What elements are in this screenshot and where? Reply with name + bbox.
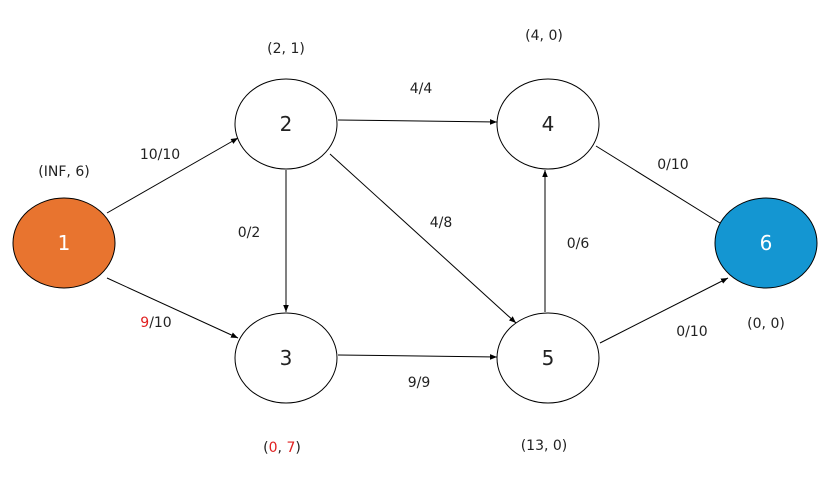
- edge-5-6-label: 0/10: [676, 324, 707, 340]
- edge-2-4-label: 4/4: [410, 81, 433, 97]
- node-5-tag-part: (13, 0): [521, 438, 568, 454]
- node-3-tag-part: (: [263, 440, 268, 456]
- node-4-tag-part: (4, 0): [525, 28, 563, 44]
- node-2-tag: (2, 1): [267, 41, 305, 57]
- node-3-tag-part: 0: [269, 440, 278, 456]
- edge-2-4-label-part: 4/4: [410, 81, 433, 97]
- edge-4-6-label: 0/10: [657, 157, 688, 173]
- edge-1-2-label: 10/10: [140, 147, 180, 163]
- node-5-label: 5: [542, 346, 555, 370]
- edge-2-4-arrow: [337, 119, 498, 125]
- node-6-label: 6: [760, 231, 773, 255]
- edge-5-4-label: 0/6: [567, 236, 590, 252]
- edge-1-3-arrow: [106, 277, 239, 339]
- node-2-circle: [234, 78, 338, 170]
- edge-5-6-label-part: 0/10: [676, 324, 707, 340]
- edge-1-2-arrow: [106, 137, 239, 214]
- node-2-label: 2: [280, 112, 293, 136]
- edge-3-5-label: 9/9: [408, 375, 431, 391]
- edge-2-5-label: 4/8: [430, 215, 453, 231]
- node-3-label: 3: [280, 346, 293, 370]
- node-3-circle: [234, 312, 338, 404]
- node-6-tag: (0, 0): [747, 316, 785, 332]
- node-4-circle: [496, 78, 600, 170]
- edge-4-6-arrow: [595, 145, 729, 229]
- edge-1-3-label-part: /10: [149, 315, 172, 331]
- node-3-tag-part: 7: [286, 440, 295, 456]
- edge-1-3-label: 9/10: [140, 315, 171, 331]
- node-1-tag: (INF, 6): [38, 164, 89, 180]
- edge-2-5-label-part: 4/8: [430, 215, 453, 231]
- node-tags-layer: (INF, 6)(2, 1)(0, 7)(4, 0)(13, 0)(0, 0): [38, 28, 785, 456]
- edge-3-5-label-part: 9/9: [408, 375, 431, 391]
- edge-2-3-label: 0/2: [238, 225, 261, 241]
- node-1-circle: [12, 197, 116, 289]
- edge-2-3-label-part: 0/2: [238, 225, 261, 241]
- node-4-tag: (4, 0): [525, 28, 563, 44]
- edge-4-6-label-part: 0/10: [657, 157, 688, 173]
- edges-layer: [106, 119, 729, 360]
- node-1-tag-part: (INF, 6): [38, 164, 89, 180]
- edge-labels-layer: 10/10 9/10 0/2 4/4 4/8 9/9 0/6 0/10 0/10: [140, 81, 708, 391]
- edge-1-2-label-part: 10/10: [140, 147, 180, 163]
- node-1-label: 1: [58, 231, 71, 255]
- edge-1-3-label-part: 9: [140, 315, 149, 331]
- node-3-tag-part: ): [295, 440, 300, 456]
- node-5-circle: [496, 312, 600, 404]
- node-6-tag-part: (0, 0): [747, 316, 785, 332]
- node-3-tag: (0, 7): [263, 440, 301, 456]
- nodes-layer: 1 2 3 4 5 6: [12, 78, 818, 404]
- node-3-tag-part: ,: [278, 440, 287, 456]
- node-2-tag-part: (2, 1): [267, 41, 305, 57]
- node-6-circle: [714, 197, 818, 289]
- edge-5-6-arrow: [599, 277, 729, 344]
- edge-3-5-arrow: [337, 354, 498, 360]
- node-5-tag: (13, 0): [521, 438, 568, 454]
- edge-5-4-label-part: 0/6: [567, 236, 590, 252]
- edge-2-5-arrow: [329, 153, 517, 324]
- node-4-label: 4: [542, 112, 555, 136]
